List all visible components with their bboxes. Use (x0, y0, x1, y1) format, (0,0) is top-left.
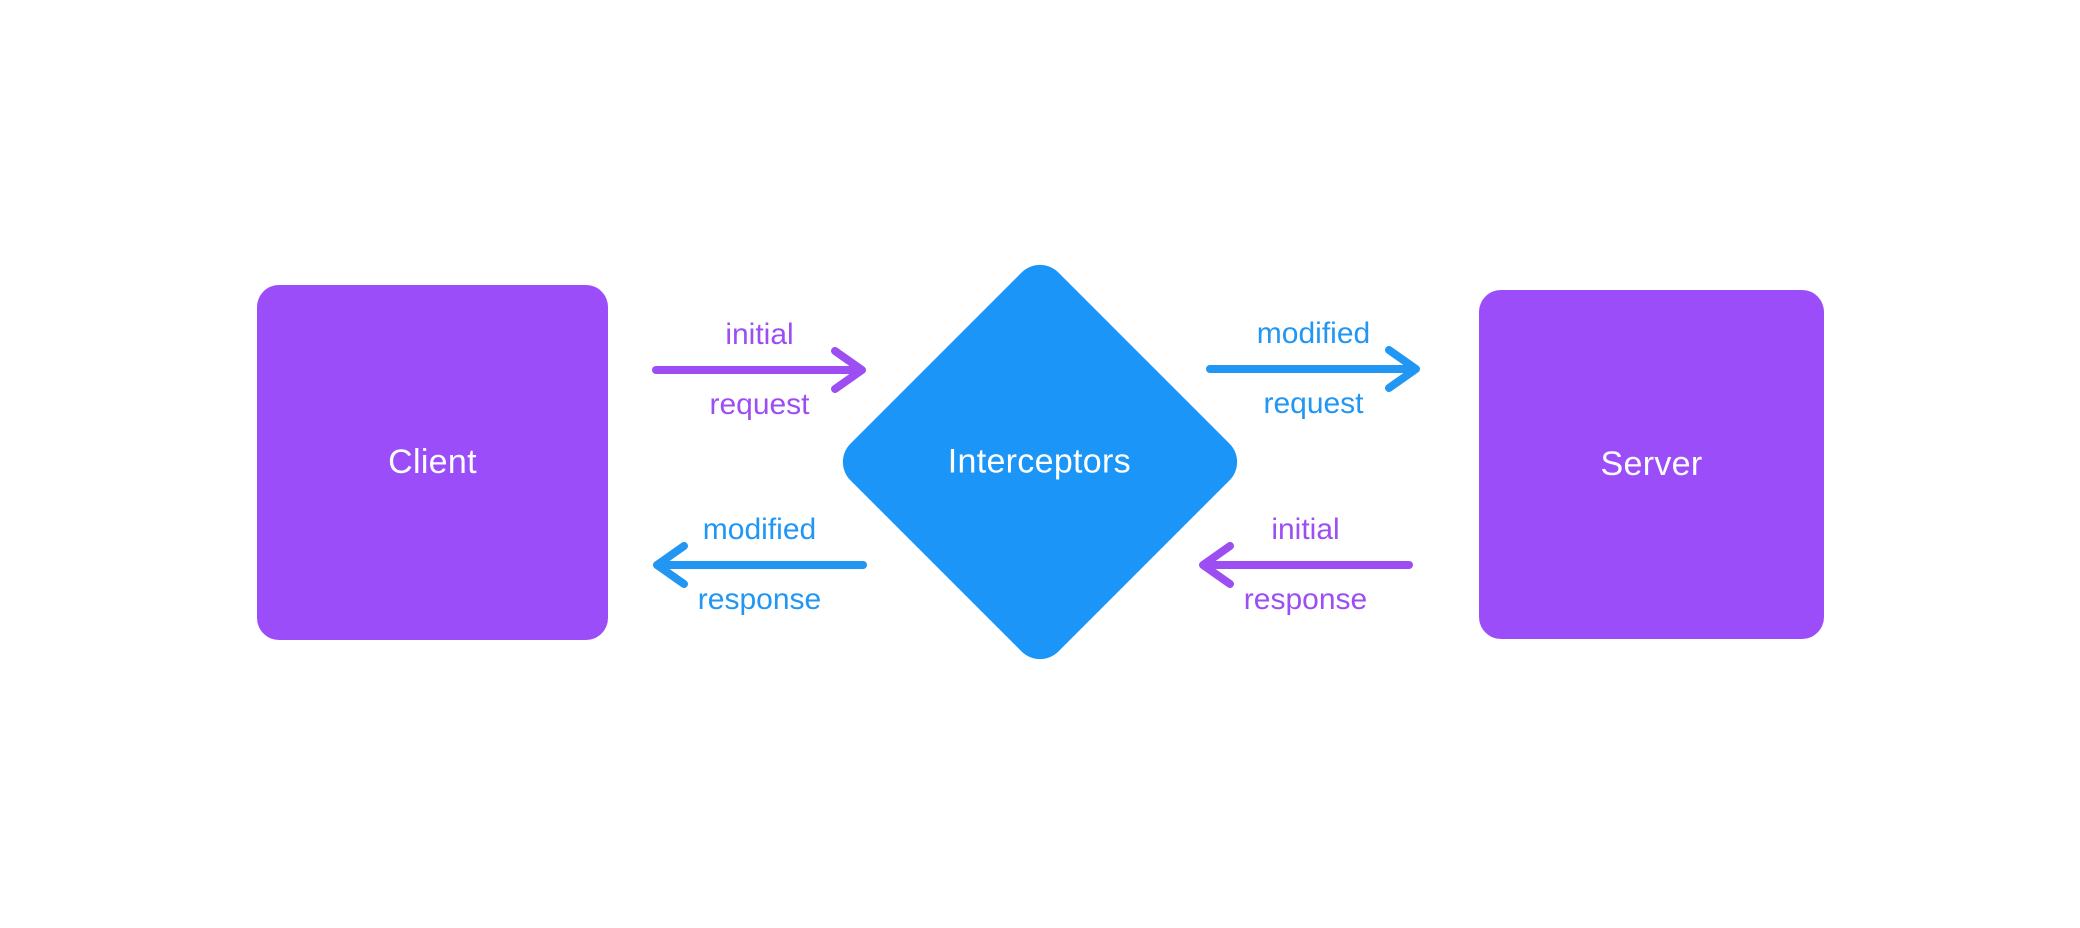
modified-request-arrow-group: modified request (1206, 317, 1421, 421)
initial-request-label-line2: request (709, 388, 810, 421)
interceptors-node: Interceptors (832, 254, 1248, 670)
initial-response-label-line2: response (1243, 583, 1368, 616)
right-arrow-icon (1206, 346, 1420, 392)
initial-response-arrow-group: initial response (1198, 513, 1413, 617)
interceptors-label: Interceptors (948, 442, 1132, 481)
left-arrow-icon (1199, 542, 1413, 588)
modified-response-label-line2: response (697, 583, 822, 616)
right-arrow-icon (652, 347, 866, 393)
modified-response-label-line1: modified (702, 513, 817, 546)
client-label: Client (388, 443, 477, 481)
server-node: Server (1479, 290, 1824, 639)
initial-request-arrow-group: initial request (652, 318, 867, 422)
server-label: Server (1600, 445, 1703, 483)
client-node: Client (257, 285, 608, 640)
modified-request-label-line1: modified (1256, 317, 1371, 350)
initial-request-label-line1: initial (725, 318, 794, 351)
modified-response-arrow-group: modified response (652, 513, 867, 617)
modified-request-label-line2: request (1263, 387, 1364, 420)
left-arrow-icon (653, 542, 867, 588)
initial-response-label-line1: initial (1271, 513, 1340, 546)
